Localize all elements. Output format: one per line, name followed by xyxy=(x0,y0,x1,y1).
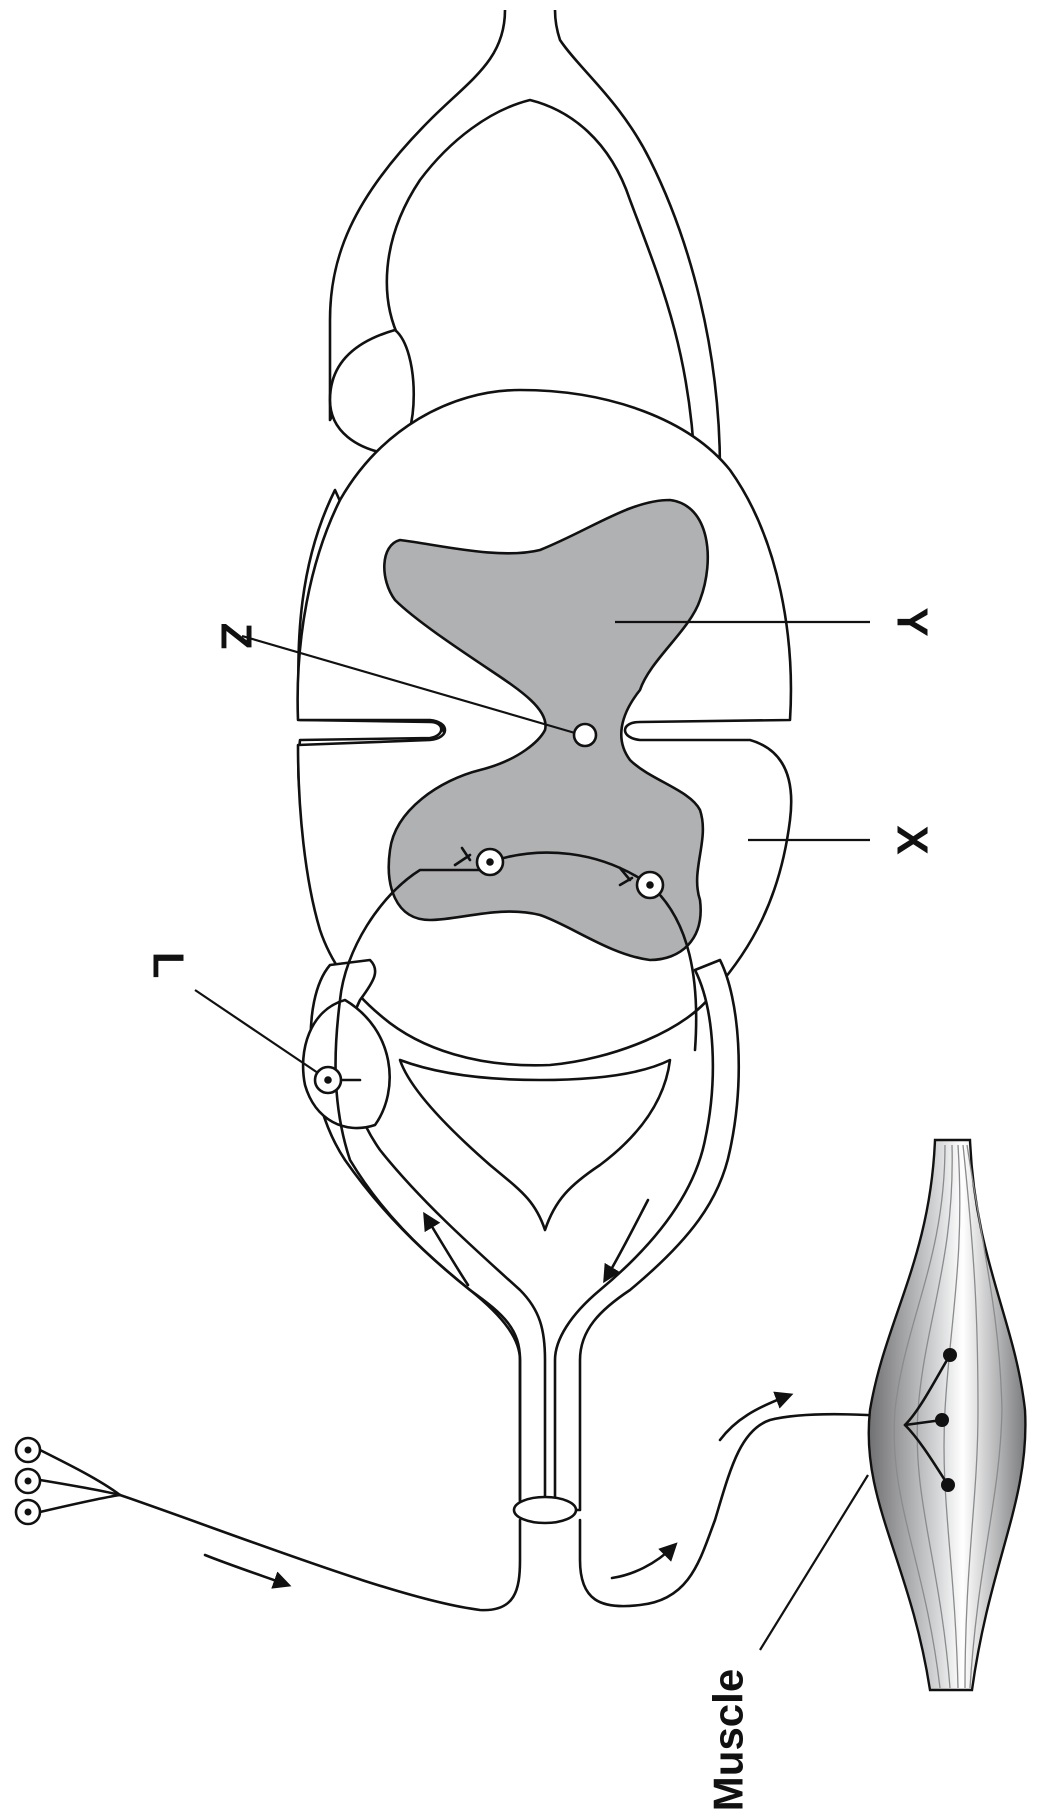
label-x: X xyxy=(888,825,937,854)
muscle xyxy=(869,1140,1026,1690)
label-l: L xyxy=(144,952,193,979)
sensory-receptors xyxy=(16,1438,120,1524)
label-muscle: Muscle xyxy=(705,1669,752,1809)
dorsal-root-ganglion xyxy=(303,1000,390,1128)
label-y: Y xyxy=(888,607,937,636)
label-z: Z xyxy=(212,623,261,650)
spinal-nerve-tube xyxy=(514,1497,576,1523)
central-canal xyxy=(574,724,596,746)
direction-arrows xyxy=(205,1200,790,1585)
